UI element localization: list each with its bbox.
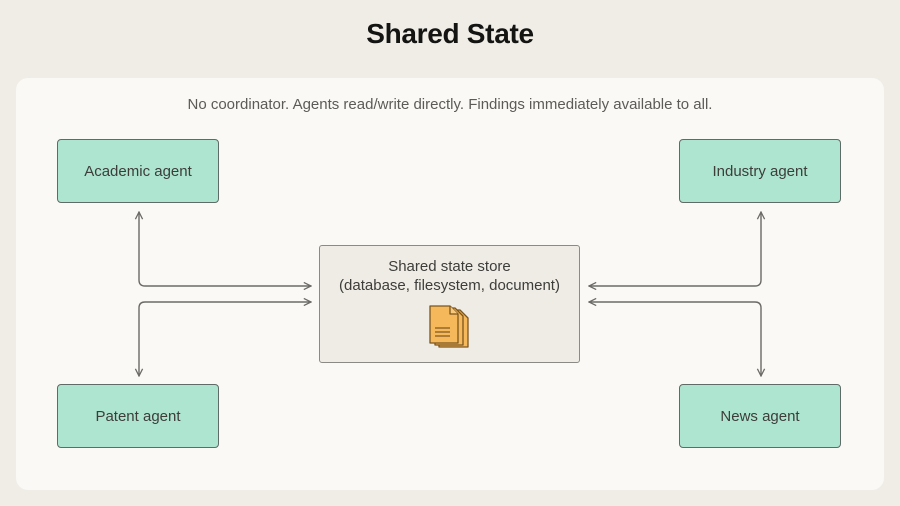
documents-icon: [429, 305, 469, 348]
store-description: (database, filesystem, document): [339, 277, 560, 294]
diagram-title: Shared State: [366, 18, 534, 49]
store-title: Shared state store: [388, 258, 511, 275]
shared-state-store: Shared state store (database, filesystem…: [319, 245, 580, 363]
academic-agent-box: Academic agent: [57, 139, 219, 203]
diagram-subtitle: No coordinator. Agents read/write direct…: [187, 96, 713, 113]
patent-agent-box: Patent agent: [57, 384, 219, 448]
industry-agent-box: Industry agent: [679, 139, 841, 203]
store-label: Shared state store (database, filesystem…: [320, 257, 579, 295]
news-agent-box: News agent: [679, 384, 841, 448]
